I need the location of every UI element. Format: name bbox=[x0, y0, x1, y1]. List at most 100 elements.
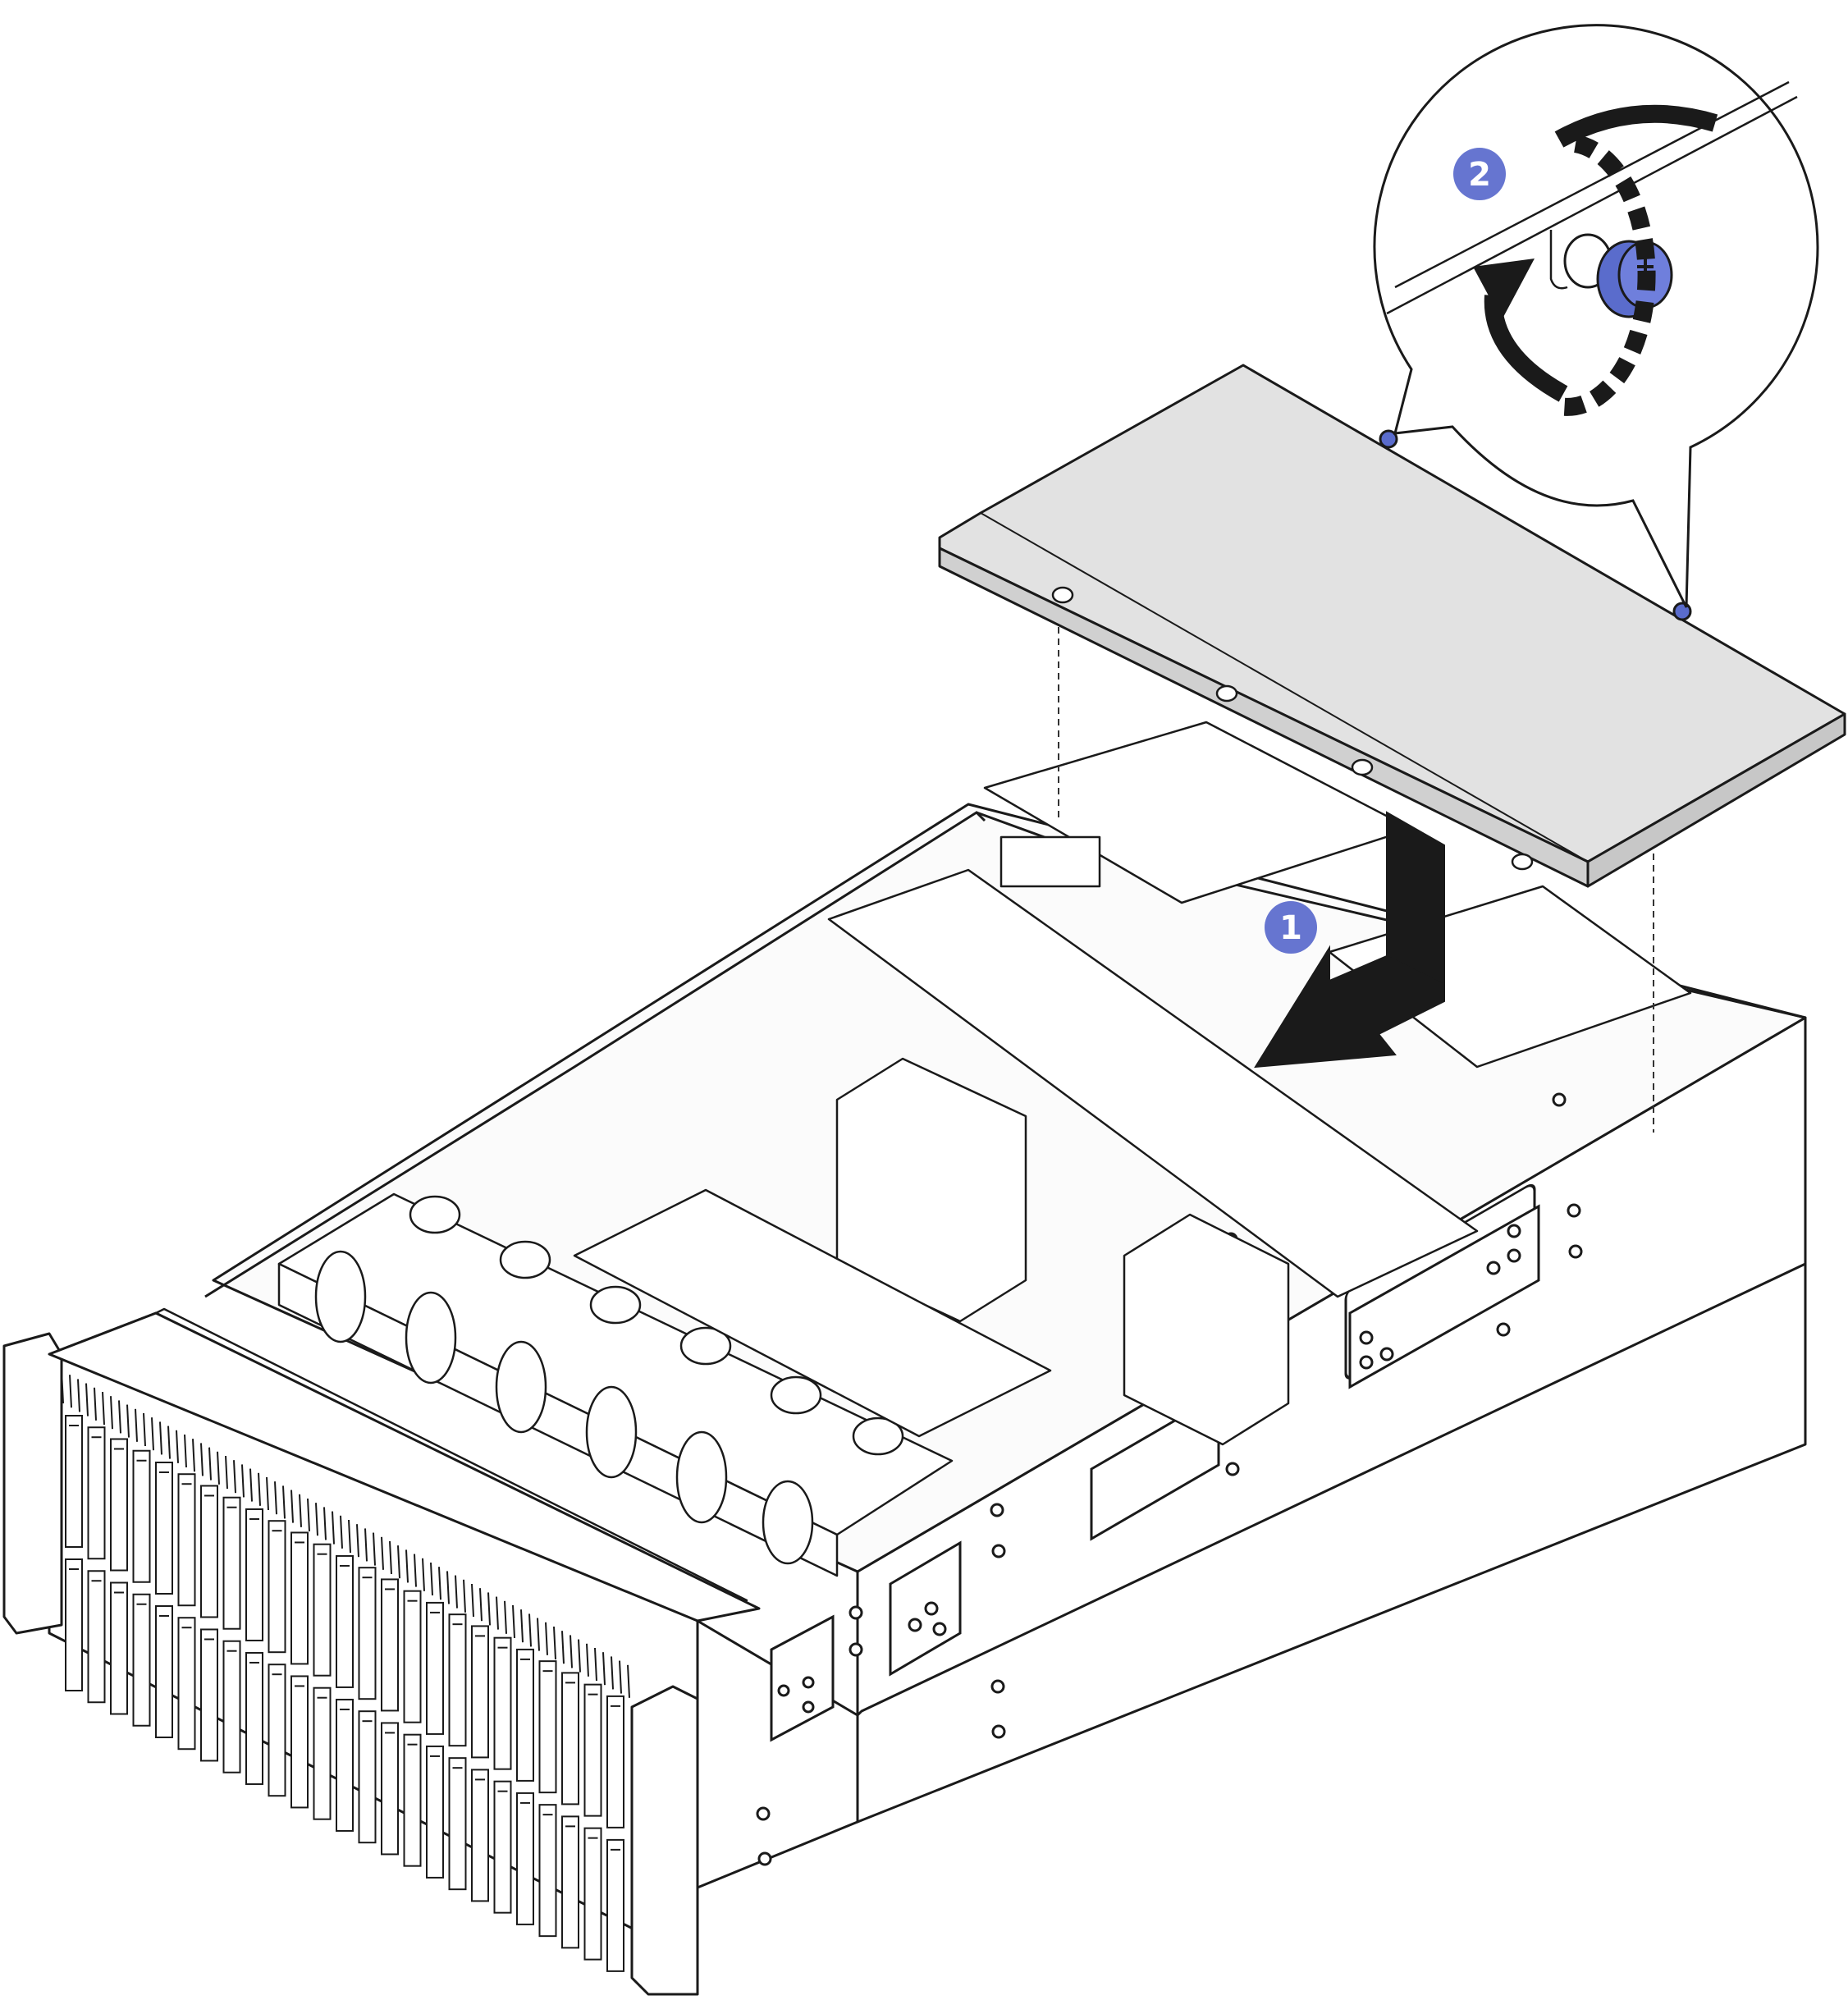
air-baffle bbox=[827, 868, 1479, 1298]
drive-bay bbox=[290, 1675, 309, 1809]
vent-slot bbox=[430, 1562, 433, 1596]
vent-slot bbox=[274, 1481, 277, 1515]
vent-slot bbox=[512, 1604, 515, 1639]
drive-bay bbox=[606, 1838, 624, 1972]
vent-slot bbox=[619, 1660, 622, 1694]
drive-bay bbox=[583, 1683, 602, 1817]
vent-slot bbox=[94, 1387, 97, 1421]
drive-bay bbox=[426, 1745, 444, 1879]
vent-slot bbox=[373, 1532, 376, 1566]
rotate-arrow-tail bbox=[1484, 104, 1718, 402]
drive-bay bbox=[268, 1520, 286, 1654]
drive-bay bbox=[403, 1733, 422, 1867]
vent-slot bbox=[299, 1494, 302, 1527]
drive-bay bbox=[381, 1578, 399, 1712]
vent-slot bbox=[184, 1434, 187, 1468]
drive-bay bbox=[381, 1722, 399, 1856]
drive-bay bbox=[516, 1792, 534, 1925]
thumbscrew-icon bbox=[1596, 240, 1673, 318]
vent-slot bbox=[290, 1490, 294, 1523]
vent-slot bbox=[446, 1571, 450, 1604]
system-fans bbox=[314, 1195, 904, 1565]
vent-slot bbox=[537, 1618, 540, 1651]
vent-slot bbox=[627, 1664, 630, 1698]
drive-bay bbox=[606, 1695, 624, 1828]
vent-slot bbox=[118, 1400, 121, 1434]
drive-bay bbox=[132, 1593, 151, 1727]
vent-slot bbox=[126, 1404, 130, 1438]
vent-slot bbox=[69, 1375, 72, 1408]
drive-bay bbox=[245, 1508, 263, 1641]
vent-slot bbox=[611, 1656, 614, 1690]
vent-slot bbox=[167, 1426, 171, 1459]
drive-bay bbox=[155, 1461, 173, 1595]
vent-slot bbox=[61, 1370, 64, 1404]
top-cover-fold-line bbox=[980, 512, 1589, 863]
drive-bay bbox=[493, 1780, 512, 1914]
vent-slot bbox=[208, 1447, 212, 1481]
vent-slot bbox=[77, 1379, 80, 1412]
thumbscrew-icon bbox=[1672, 602, 1692, 621]
chassis-side-seam bbox=[856, 1262, 1806, 1717]
drive-bay bbox=[448, 1613, 467, 1747]
vent-slot bbox=[561, 1631, 565, 1664]
drive-bay bbox=[358, 1710, 377, 1844]
drive-bay bbox=[155, 1604, 173, 1738]
vent-slot bbox=[143, 1412, 146, 1447]
drive-bay bbox=[87, 1426, 106, 1560]
vent-slot bbox=[356, 1524, 359, 1558]
drive-bay bbox=[177, 1617, 196, 1751]
drive-bay bbox=[110, 1438, 128, 1572]
vent-slot bbox=[315, 1503, 318, 1536]
vent-slot bbox=[307, 1498, 310, 1532]
memory-module-bank bbox=[573, 1188, 1052, 1438]
vent-slot bbox=[151, 1417, 154, 1451]
vent-slot bbox=[438, 1567, 441, 1600]
vent-slot bbox=[463, 1579, 466, 1613]
vent-slot bbox=[381, 1536, 384, 1570]
drive-bay bbox=[87, 1570, 106, 1704]
vent-slot bbox=[496, 1596, 499, 1630]
drive-bay bbox=[336, 1698, 354, 1832]
drive-bay bbox=[65, 1415, 83, 1548]
drive-bays bbox=[65, 1415, 624, 1972]
vent-slot bbox=[397, 1545, 400, 1579]
drive-bay bbox=[426, 1601, 444, 1735]
drive-bay bbox=[222, 1640, 241, 1773]
vent-slot bbox=[520, 1609, 524, 1643]
drive-bay bbox=[245, 1651, 263, 1785]
vent-slot bbox=[266, 1476, 269, 1511]
drive-bay bbox=[177, 1473, 196, 1607]
side-panel-holes bbox=[756, 1092, 1583, 1866]
vent-slot bbox=[602, 1652, 606, 1686]
drive-bay bbox=[313, 1686, 332, 1820]
vent-slot bbox=[471, 1583, 474, 1618]
drive-bay bbox=[336, 1554, 354, 1688]
heatsink-2 bbox=[1123, 1213, 1290, 1446]
step-2-callout: 2 bbox=[1453, 148, 1506, 200]
drive-bay bbox=[110, 1581, 128, 1715]
cover-keyholes bbox=[1051, 586, 1534, 871]
vent-slot bbox=[241, 1464, 245, 1498]
drive-bay bbox=[403, 1590, 422, 1723]
vent-slot bbox=[200, 1443, 204, 1476]
vent-slot bbox=[258, 1472, 261, 1506]
top-cover-side-edge bbox=[1586, 712, 1846, 888]
drive-bay bbox=[516, 1648, 534, 1782]
vent-slot bbox=[110, 1396, 113, 1430]
vent-slot bbox=[192, 1439, 195, 1472]
drive-bay bbox=[471, 1625, 489, 1759]
vent-slot bbox=[340, 1515, 343, 1549]
drive-bay bbox=[538, 1660, 557, 1794]
vent-slot bbox=[249, 1468, 253, 1502]
vent-grill bbox=[61, 1370, 630, 1698]
drive-bay bbox=[471, 1769, 489, 1902]
top-cover bbox=[938, 364, 1846, 888]
vent-slot bbox=[569, 1635, 573, 1668]
vent-slot bbox=[389, 1540, 392, 1575]
vent-slot bbox=[553, 1626, 556, 1660]
vent-slot bbox=[405, 1549, 409, 1583]
arrow-down-icon bbox=[1386, 811, 1445, 986]
drive-bay bbox=[222, 1496, 241, 1630]
